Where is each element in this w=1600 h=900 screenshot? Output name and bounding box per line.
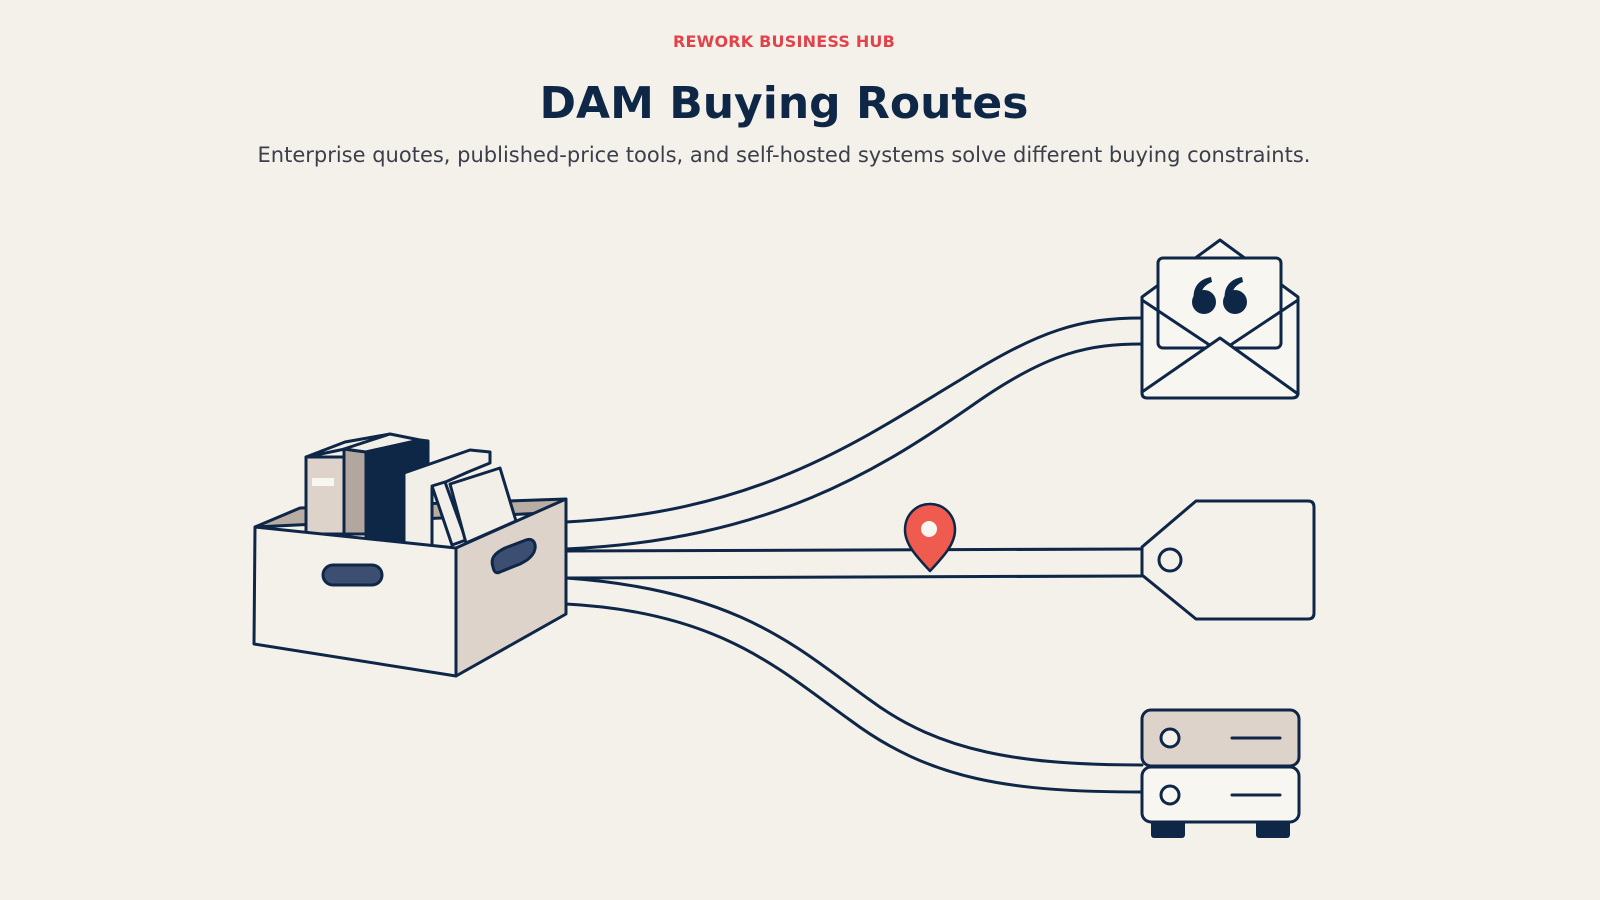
brand-eyebrow: REWORK BUSINESS HUB [672,32,896,51]
asset-box-icon [252,432,568,678]
route-road-self-hosted [564,576,1144,794]
route-road-quote [564,316,1144,551]
route-road-price [564,547,1144,580]
page-subtitle: Enterprise quotes, published-price tools… [257,143,1311,167]
price-tag-icon [1140,499,1316,621]
quote-envelope-icon [1140,238,1300,400]
server-stack-icon [1140,708,1301,838]
location-pin-icon [903,502,957,573]
page-title: DAM Buying Routes [539,78,1029,129]
